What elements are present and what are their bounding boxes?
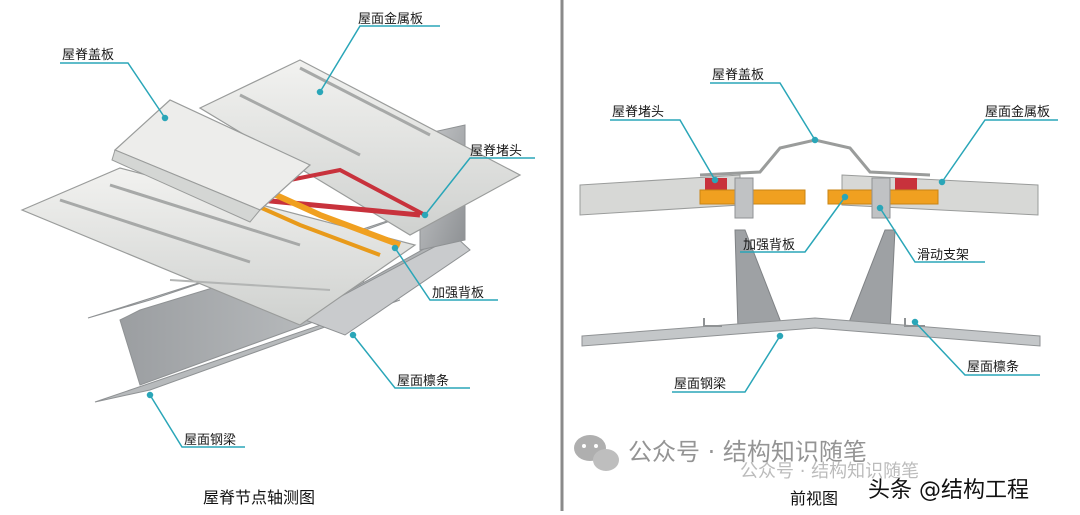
ridge-cover-side bbox=[111, 149, 261, 223]
label-right-roof-steel-beam: 屋面钢梁 bbox=[674, 377, 727, 392]
front-steel-beam bbox=[581, 317, 1041, 347]
label-left-roof-steel-beam: 屋面钢梁 bbox=[184, 433, 237, 448]
right-caption: 前视图 bbox=[790, 489, 839, 508]
leader-right-roof-steel-beam bbox=[672, 335, 781, 393]
right-front-view bbox=[579, 138, 1041, 347]
back-plate-orange-2 bbox=[254, 203, 381, 257]
leader-left-reinforce-back-plate bbox=[394, 247, 498, 301]
label-right-roof-metal-panel: 屋面金属板 bbox=[985, 105, 1051, 120]
label-right-reinforce-back-plate: 加强背板 bbox=[743, 238, 796, 253]
leader-right-ridge-cover bbox=[710, 82, 816, 141]
label-left-reinforce-back-plate: 加强背板 bbox=[432, 286, 485, 301]
left-caption: 屋脊节点轴测图 bbox=[203, 488, 316, 507]
panel-rib-2 bbox=[299, 66, 431, 137]
panel-rib-4 bbox=[109, 183, 301, 247]
leader-right-reinforce-back-plate bbox=[740, 196, 846, 253]
back-plate-orange-1 bbox=[263, 187, 402, 248]
label-right-roof-purlin: 屋面檩条 bbox=[967, 360, 1020, 375]
leader-left-roof-metal-panel bbox=[319, 25, 440, 93]
label-right-ridge-end-plug: 屋脊堵头 bbox=[612, 105, 665, 120]
leader-left-ridge-cover bbox=[60, 62, 166, 119]
leader-left-ridge-end-plug bbox=[424, 157, 535, 216]
leader-left-roof-purlin bbox=[352, 334, 470, 389]
ridge-seal-red-2 bbox=[289, 167, 426, 217]
front-bracket-right bbox=[871, 177, 891, 219]
watermark-wechat-overlay: 公众号 · 结构知识随笔 bbox=[740, 461, 920, 482]
leader-lines bbox=[60, 25, 1058, 448]
front-gusset-right bbox=[847, 229, 896, 331]
front-end-plug-right bbox=[895, 178, 917, 190]
label-left-roof-purlin: 屋面檩条 bbox=[397, 374, 450, 389]
label-left-ridge-end-plug: 屋脊堵头 bbox=[470, 144, 523, 159]
front-purlin-left bbox=[703, 318, 722, 327]
watermark-toutiao: 头条 @结构工程 bbox=[868, 478, 1029, 503]
roof-panel-lower bbox=[20, 167, 417, 326]
front-end-plug-left bbox=[705, 178, 727, 190]
label-left-roof-metal-panel: 屋面金属板 bbox=[358, 12, 424, 27]
purlin-top bbox=[298, 235, 471, 336]
panel-rib-3 bbox=[59, 198, 251, 264]
label-left-ridge-cover: 屋脊盖板 bbox=[62, 48, 115, 63]
leader-right-roof-metal-panel bbox=[941, 119, 1058, 183]
leader-right-ridge-end-plug bbox=[610, 119, 716, 181]
watermark-wechat: 公众号 · 结构知识随笔 bbox=[628, 438, 867, 466]
label-right-sliding-bracket: 滑动支架 bbox=[917, 248, 970, 263]
panel-rib-1 bbox=[239, 93, 361, 157]
leader-right-roof-purlin bbox=[914, 321, 1040, 376]
label-right-ridge-cover: 屋脊盖板 bbox=[712, 68, 765, 83]
leader-left-roof-steel-beam bbox=[149, 394, 245, 448]
panel-rib-5 bbox=[169, 279, 331, 291]
left-axonometric-view bbox=[20, 59, 522, 403]
leader-right-sliding-bracket bbox=[879, 207, 985, 263]
roof-panel-upper bbox=[198, 59, 522, 236]
wechat-icon bbox=[574, 435, 619, 471]
front-bracket-left bbox=[734, 177, 754, 219]
front-ridge-cover bbox=[699, 138, 931, 177]
